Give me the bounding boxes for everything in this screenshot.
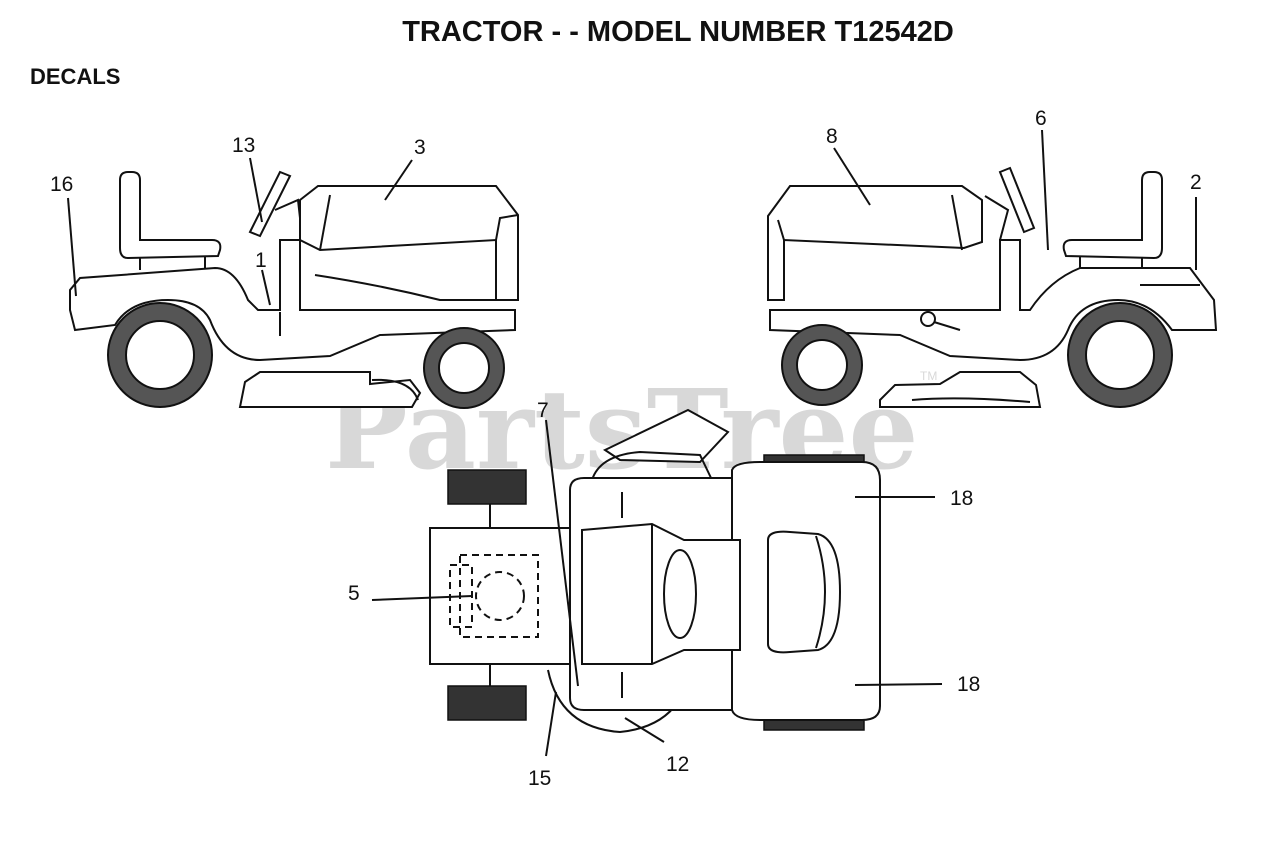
page-title: TRACTOR - - MODEL NUMBER T12542D (402, 16, 954, 48)
callout-label: 18 (950, 487, 973, 510)
callout-label: 13 (232, 134, 255, 157)
callouts: 13 3 16 1 8 6 2 7 18 5 18 12 15 (50, 107, 1202, 790)
callout-label: 3 (414, 136, 426, 159)
callout-label: 8 (826, 125, 838, 148)
callout-label: 12 (666, 753, 689, 776)
callout-label: 5 (348, 582, 360, 605)
tractor-right-side-view (767, 166, 1218, 408)
leader-lines (67, 129, 1197, 757)
tractor-left-side-view (69, 170, 519, 409)
callout-label: 16 (50, 173, 73, 196)
section-heading: DECALS (30, 64, 120, 89)
callout-label: 1 (255, 249, 267, 272)
callout-label: 15 (528, 767, 551, 790)
callout-label: 7 (537, 399, 549, 422)
callout-label: 6 (1035, 107, 1047, 130)
callout-label: 2 (1190, 171, 1202, 194)
callout-label: 18 (957, 673, 980, 696)
watermark-tm: TM (920, 369, 937, 383)
